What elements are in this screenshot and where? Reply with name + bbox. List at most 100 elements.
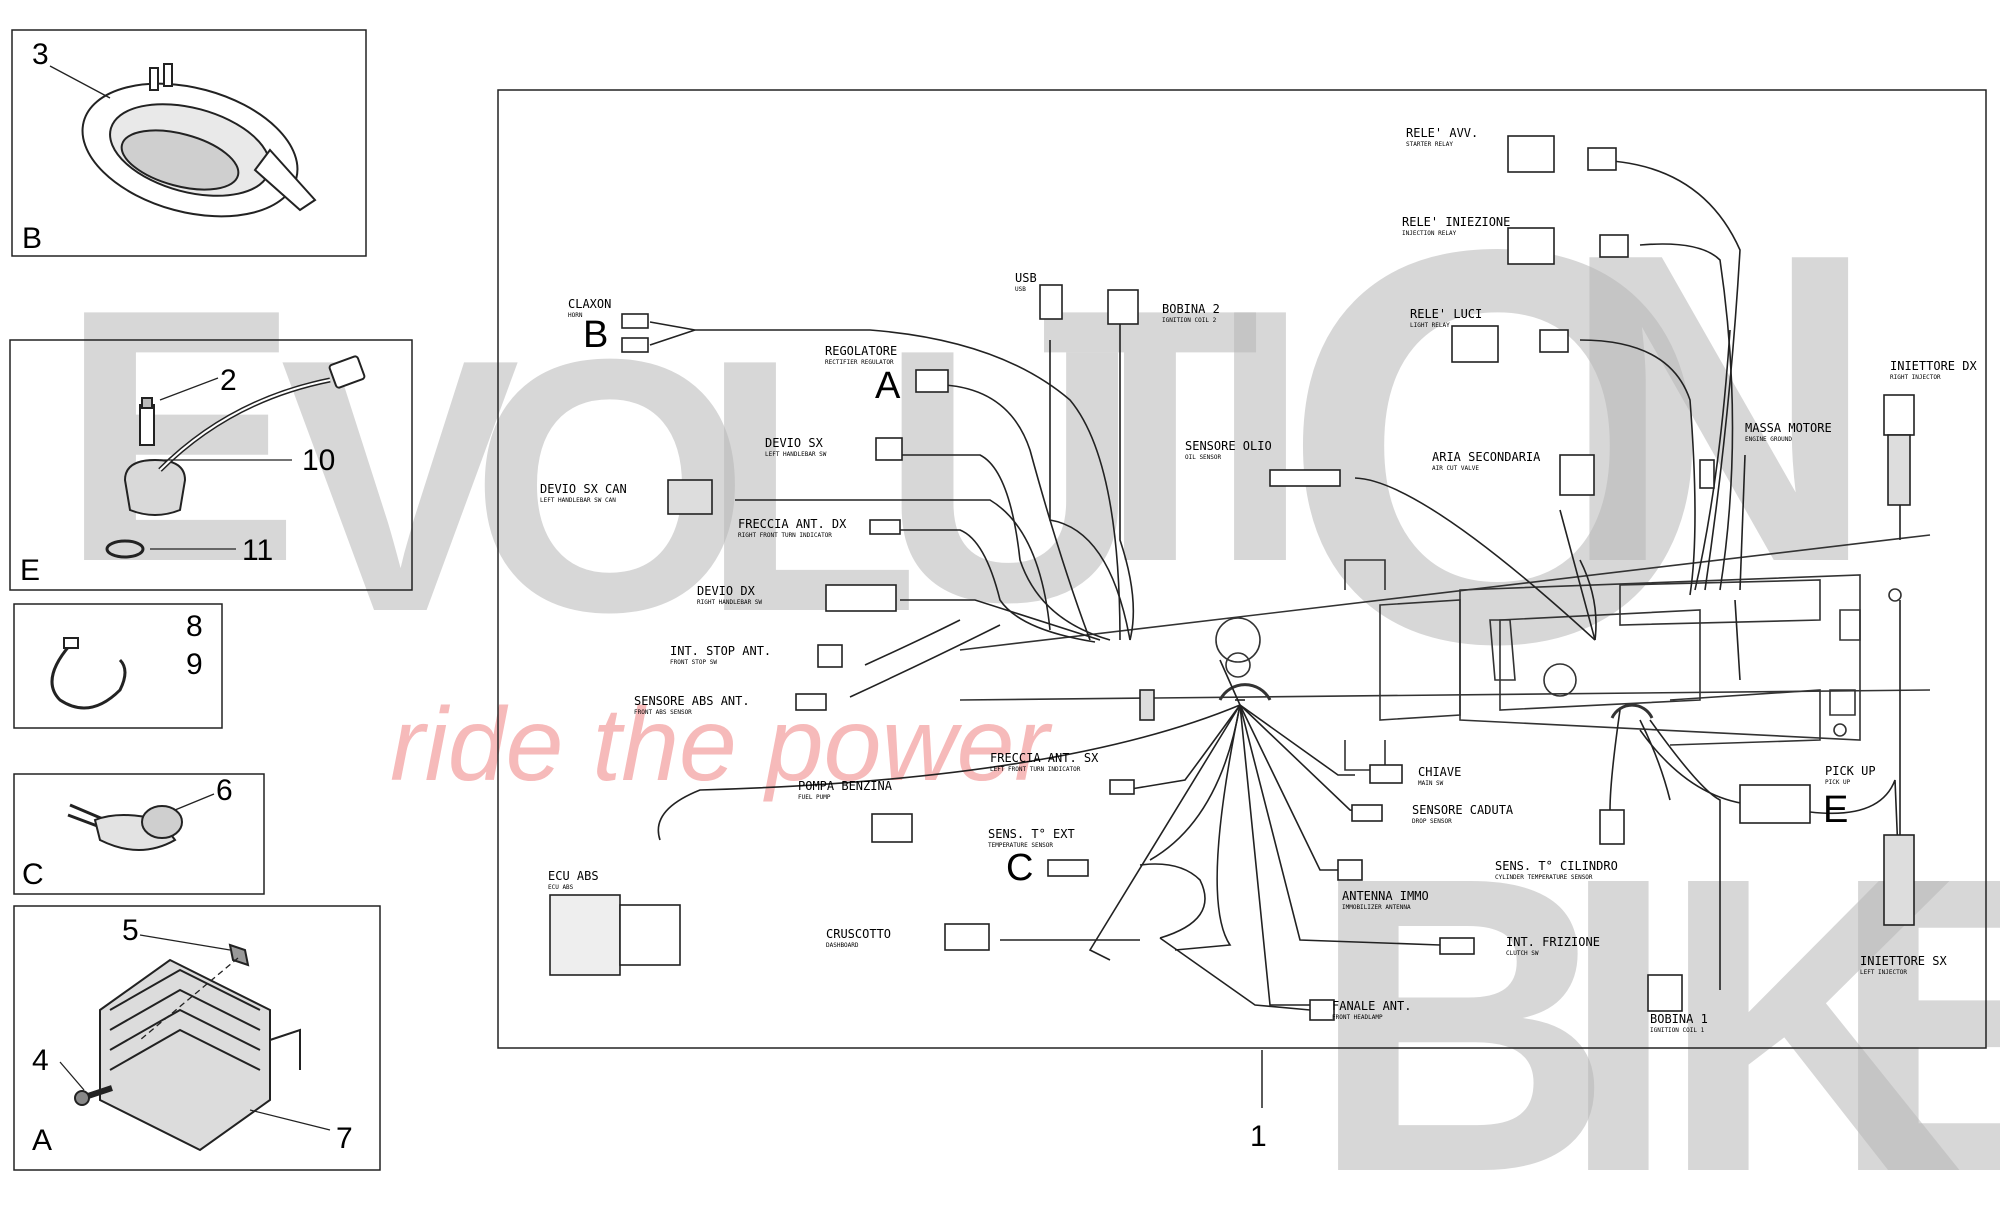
watermark-letter: E — [60, 235, 300, 637]
label-pompa-benzina: POMPA BENZINA — [798, 779, 893, 793]
inset-e-pickup: 2 10 11 E — [9, 339, 413, 591]
temperature-sensor-illustration — [67, 803, 183, 851]
sublabel-sens-t-ext: TEMPERATURE SENSOR — [988, 842, 1053, 849]
sublabel-rele-luci: LIGHT RELAY — [1410, 322, 1450, 329]
label-sens-t-ext: SENS. T° EXT — [988, 827, 1075, 841]
connector-aria-secondaria — [1559, 454, 1595, 496]
connector-rele-luci — [1451, 325, 1499, 363]
watermark-slogan: ride the power — [390, 687, 1053, 803]
inset-letter-b: B — [22, 222, 42, 255]
label-sensore-abs-ant: SENSORE ABS ANT. — [634, 694, 750, 708]
callout-c: C — [1006, 847, 1033, 889]
sublabel-aria-secondaria: AIR CUT VALVE — [1432, 465, 1479, 472]
part-number-11: 11 — [242, 534, 273, 567]
pickup-sensor-illustration — [105, 355, 366, 559]
label-bobina1: BOBINA 1 — [1650, 1012, 1708, 1026]
connector-freccia-ant-dx — [869, 519, 901, 535]
connector-claxon — [621, 337, 649, 353]
inset-c-sensor: 6 C — [13, 773, 265, 895]
part-number-8: 8 — [186, 610, 203, 643]
label-pick-up: PICK UP — [1825, 764, 1876, 778]
sublabel-rele-iniezione: INJECTION RELAY — [1402, 230, 1457, 237]
part-number-1: 1 — [1250, 1120, 1267, 1153]
label-int-frizione: INT. FRIZIONE — [1506, 935, 1600, 949]
connector-regolatore — [915, 369, 949, 393]
connector-frame-clip — [1139, 689, 1155, 721]
connector-rele-iniezione — [1507, 227, 1555, 265]
connector-bobina2 — [1107, 289, 1139, 325]
connector-rele-iniezione-plug — [1599, 234, 1629, 258]
part-number-5: 5 — [122, 914, 139, 947]
sublabel-iniettore-sx: LEFT INJECTOR — [1860, 969, 1907, 976]
watermark-letter: E — [1830, 791, 2000, 1220]
label-antenna-immo: ANTENNA IMMO — [1342, 889, 1429, 903]
label-int-stop-ant: INT. STOP ANT. — [670, 644, 771, 658]
label-devio-dx: DEVIO DX — [697, 584, 756, 598]
connector-chiave — [1369, 764, 1403, 784]
connector-rele-avv-plug — [1587, 147, 1617, 171]
connector-fanale-ant — [1309, 999, 1335, 1021]
part-number-2: 2 — [220, 364, 237, 397]
label-bobina2: BOBINA 2 — [1162, 302, 1220, 316]
connector-rele-luci-plug — [1539, 329, 1569, 353]
connector-pick-up — [1739, 784, 1811, 824]
cable-tie-illustration — [50, 644, 127, 710]
label-chiave: CHIAVE — [1418, 765, 1461, 779]
connector-devio-sx — [875, 437, 903, 461]
inset-letter-a: A — [32, 1124, 52, 1157]
inset-a-regulator: 5 4 7 A — [13, 905, 381, 1171]
label-freccia-ant-dx: FRECCIA ANT. DX — [738, 517, 847, 531]
label-fanale-ant: FANALE ANT. — [1332, 999, 1411, 1013]
watermark-letter: V — [280, 285, 522, 687]
sublabel-iniettore-dx: RIGHT INJECTOR — [1890, 374, 1941, 381]
sublabel-devio-sx: LEFT HANDLEBAR SW — [765, 451, 827, 458]
sublabel-claxon: HORN — [568, 312, 583, 319]
label-devio-sx: DEVIO SX — [765, 436, 824, 450]
connector-sensore-olio — [1269, 469, 1341, 487]
sublabel-massa-motore: ENGINE GROUND — [1745, 436, 1792, 443]
sublabel-rele-avv: STARTER RELAY — [1406, 141, 1453, 148]
connector-devio-sx-can — [667, 479, 713, 515]
sublabel-devio-sx-can: LEFT HANDLEBAR SW CAN — [540, 497, 616, 504]
part-number-3: 3 — [32, 38, 49, 71]
inset-b-horn: 3 B — [11, 29, 367, 257]
sublabel-regolatore: RECTIFIER REGULATOR — [825, 359, 894, 366]
connectors — [549, 135, 1915, 1021]
label-rele-avv: RELE' AVV. — [1406, 126, 1478, 140]
sublabel-sens-t-cilindro: CYLINDER TEMPERATURE SENSOR — [1495, 874, 1593, 881]
label-sensore-caduta: SENSORE CADUTA — [1412, 803, 1514, 817]
label-rele-iniezione: RELE' INIEZIONE — [1402, 215, 1510, 229]
part-number-9: 9 — [186, 648, 203, 681]
watermark-letter: L — [700, 285, 920, 687]
sublabel-bobina1: IGNITION COIL 1 — [1650, 1027, 1705, 1034]
sublabel-ecu-abs: ECU ABS — [548, 884, 574, 891]
callout-b: B — [583, 314, 608, 356]
label-freccia-ant-sx: FRECCIA ANT. SX — [990, 751, 1099, 765]
watermark-letter: U — [880, 275, 1140, 677]
sublabel-chiave: MAIN SW — [1418, 780, 1444, 787]
connector-devio-dx — [825, 584, 897, 612]
watermark: E V O L U T I O N B I K E — [60, 133, 2000, 1225]
label-devio-sx-can: DEVIO SX CAN — [540, 482, 627, 496]
connector-rele-avv — [1507, 135, 1555, 173]
part-number-7: 7 — [336, 1122, 353, 1155]
part-number-6: 6 — [216, 774, 233, 807]
sublabel-bobina2: IGNITION COIL 2 — [1162, 317, 1217, 324]
connector-sens-t-ext — [1047, 859, 1089, 877]
label-rele-luci: RELE' LUCI — [1410, 307, 1482, 321]
inset-letter-e: E — [20, 554, 40, 587]
inset-letter-c: C — [22, 858, 44, 891]
part-number-10: 10 — [302, 444, 335, 477]
callout-e: E — [1823, 789, 1848, 831]
sublabel-sensore-abs-ant: FRONT ABS SENSOR — [634, 709, 692, 716]
connector-int-stop-ant — [817, 644, 843, 668]
sublabel-sensore-olio: OIL SENSOR — [1185, 454, 1222, 461]
connector-int-frizione — [1439, 937, 1475, 955]
watermark-letter: O — [1280, 133, 1716, 759]
harness-wires — [649, 159, 1901, 1011]
connector-sens-t-cilindro — [1599, 809, 1625, 845]
connector-iniettore-sx — [1883, 834, 1915, 926]
sublabel-pompa-benzina: FUEL PUMP — [798, 794, 831, 801]
sublabel-cruscotto: DASHBOARD — [826, 942, 859, 949]
